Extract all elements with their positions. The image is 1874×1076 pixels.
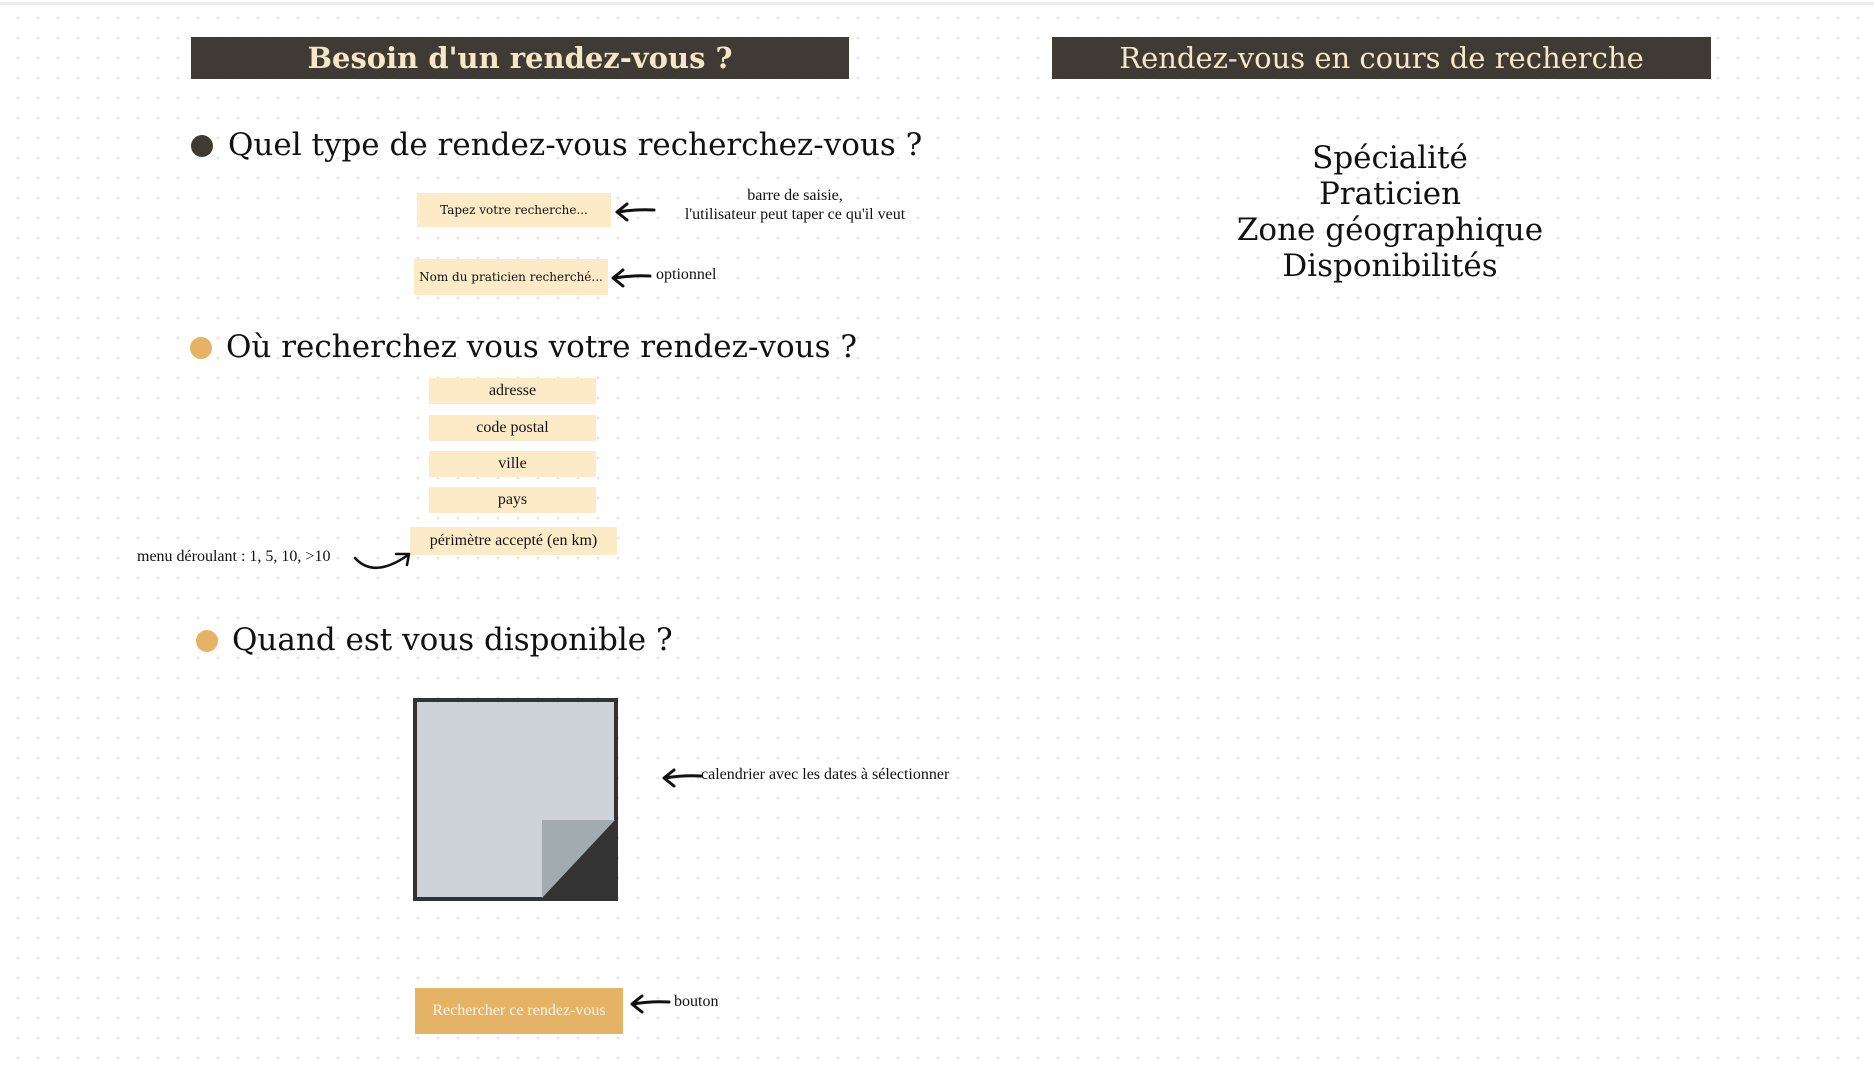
arrow-left-icon — [611, 268, 652, 288]
right-panel-title: Rendez-vous en cours de recherche — [1052, 37, 1711, 79]
perimeter-note: menu déroulant : 1, 5, 10, >10 — [137, 548, 331, 565]
button-note: bouton — [674, 993, 719, 1010]
calendar-note: calendrier avec les dates à sélectionner — [701, 766, 950, 783]
practitioner-note: optionnel — [656, 266, 717, 283]
search-summary: Spécialité Praticien Zone géographique D… — [1210, 140, 1570, 284]
practitioner-input[interactable]: Nom du praticien recherché... — [414, 259, 608, 295]
search-note-line2: l'utilisateur peut taper ce qu'il veut — [684, 206, 906, 223]
question-availability: Quand est vous disponible ? — [232, 622, 673, 658]
search-note: barre de saisie, l'utilisateur peut tape… — [660, 186, 930, 224]
bullet-dark — [191, 135, 213, 157]
search-input[interactable]: Tapez votre recherche... — [417, 193, 611, 227]
calendar-icon[interactable] — [413, 698, 618, 901]
perimeter-dropdown[interactable]: périmètre accepté (en km) — [410, 527, 617, 555]
address-input[interactable]: adresse — [429, 378, 596, 404]
question-location: Où recherchez vous votre rendez-vous ? — [226, 329, 857, 365]
summary-specialty: Spécialité — [1312, 140, 1468, 176]
summary-zone: Zone géographique — [1236, 212, 1544, 248]
summary-practitioner: Praticien — [1318, 176, 1462, 212]
country-input[interactable]: pays — [429, 487, 596, 513]
arrow-left-icon — [630, 994, 671, 1014]
arrow-left-icon — [615, 202, 656, 222]
left-panel-title: Besoin d'un rendez-vous ? — [191, 37, 849, 79]
top-border — [0, 2, 1874, 5]
search-appointment-button[interactable]: Rechercher ce rendez-vous — [415, 988, 623, 1034]
arrow-left-icon — [662, 768, 703, 788]
city-input[interactable]: ville — [429, 451, 596, 477]
bullet-accent — [196, 630, 218, 652]
curved-arrow-icon — [353, 552, 411, 570]
summary-availability: Disponibilités — [1282, 248, 1498, 284]
bullet-accent — [190, 337, 212, 359]
search-note-line1: barre de saisie, — [747, 187, 843, 204]
postal-code-input[interactable]: code postal — [429, 415, 596, 441]
question-type: Quel type de rendez-vous recherchez-vous… — [228, 127, 923, 163]
